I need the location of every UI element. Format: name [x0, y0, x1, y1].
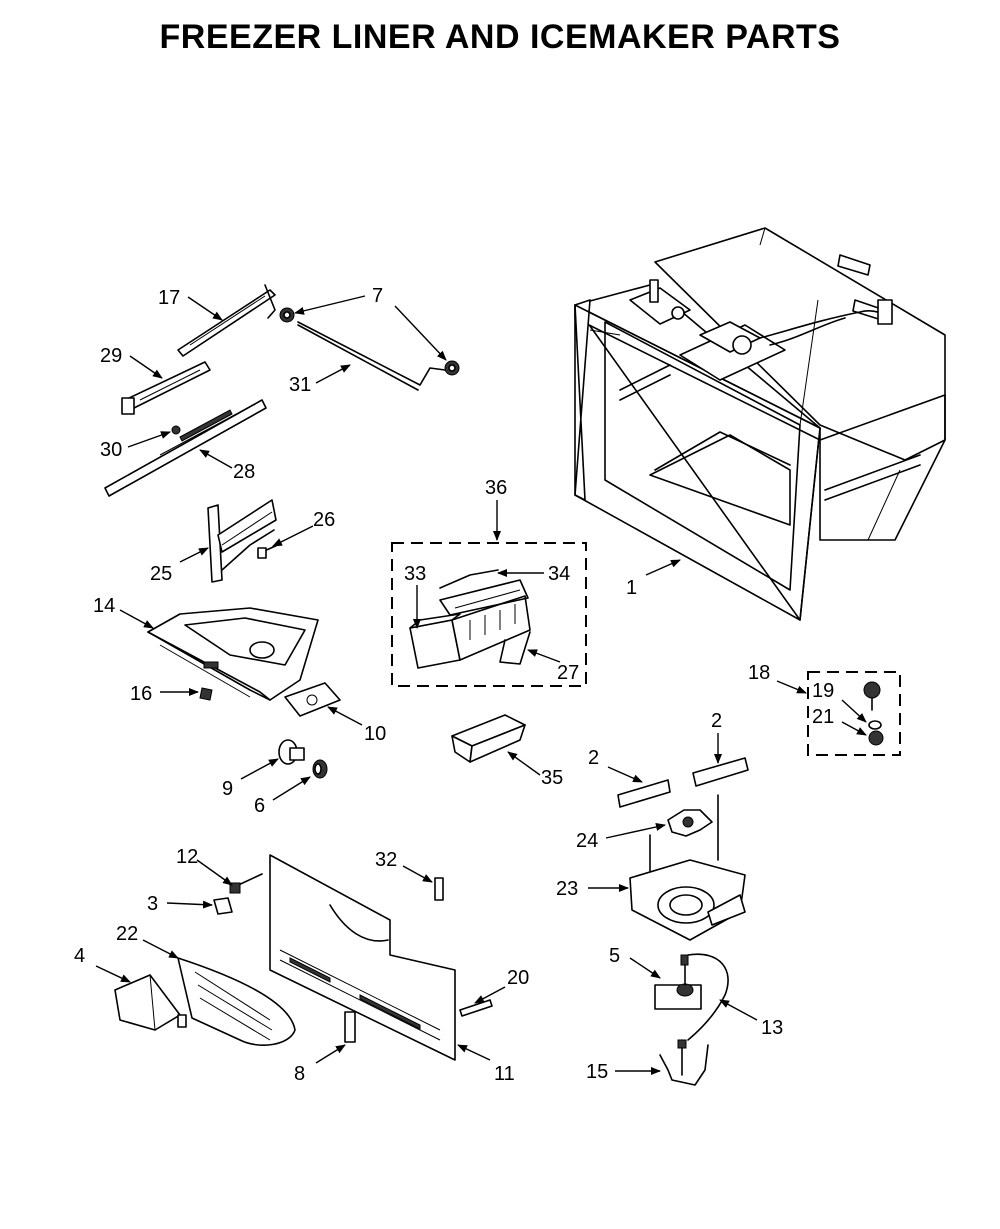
callout-31: 31 — [289, 374, 311, 396]
tape-part-10 — [284, 682, 341, 717]
screw-part-30 — [171, 425, 181, 435]
slide-rail-part-28 — [104, 399, 267, 497]
callout-10: 10 — [364, 723, 386, 745]
callout-26: 26 — [313, 509, 335, 531]
screw-part-12 — [229, 873, 263, 894]
bracket-part-25 — [207, 499, 277, 583]
callout-32: 32 — [375, 849, 397, 871]
cover-part-4 — [114, 974, 187, 1031]
callout-28: 28 — [233, 461, 255, 483]
callout-27: 27 — [557, 662, 579, 684]
callout-19: 19 — [812, 680, 834, 702]
callout-15: 15 — [586, 1061, 608, 1083]
rail-part-17 — [177, 284, 276, 357]
bracket-part-29 — [121, 361, 211, 415]
clip-part-3 — [213, 897, 233, 915]
motor-part-5 — [654, 954, 702, 1010]
callout-7: 7 — [372, 285, 383, 307]
clip-part-16 — [199, 687, 213, 701]
hardware-group-part-18 — [807, 671, 901, 756]
shutoff-arm-part-34 — [439, 569, 499, 589]
rod-part-31 — [279, 307, 460, 391]
callout-16: 16 — [130, 683, 152, 705]
callout-30: 30 — [100, 439, 122, 461]
icemaker-assembly-box — [391, 542, 587, 687]
grille-part-22 — [177, 957, 296, 1046]
callout-22: 22 — [116, 923, 138, 945]
callout-35: 35 — [541, 767, 563, 789]
callout-18: 18 — [748, 662, 770, 684]
callout-numbers: 17 7 31 29 30 28 25 26 14 16 10 9 6 36 3… — [74, 285, 834, 1085]
page-title: FREEZER LINER AND ICEMAKER PARTS — [159, 18, 841, 56]
bulb-part-6 — [312, 759, 328, 779]
callout-23: 23 — [556, 878, 578, 900]
callout-21: 21 — [812, 706, 834, 728]
callout-1: 1 — [626, 577, 637, 599]
icemaker-part-33 — [409, 579, 531, 669]
bracket-part-15 — [659, 1039, 709, 1086]
bail-arm-part-27 — [499, 631, 531, 665]
wire-harness-part-13 — [687, 953, 729, 1041]
callout-36: 36 — [485, 477, 507, 499]
cover-part-14 — [147, 607, 319, 701]
freezer-liner-part — [574, 227, 946, 621]
callout-25: 25 — [150, 563, 172, 585]
fan-housing-part-23 — [629, 794, 746, 941]
callout-3: 3 — [147, 893, 158, 915]
callout-24: 24 — [576, 830, 598, 852]
callout-34: 34 — [548, 563, 570, 585]
bin-part-35 — [451, 714, 526, 763]
fan-blade-part-24 — [667, 809, 713, 837]
callout-14: 14 — [93, 595, 115, 617]
callout-20: 20 — [507, 967, 529, 989]
foam-pad-part-2b — [692, 757, 749, 787]
callout-33: 33 — [404, 563, 426, 585]
light-socket-part-9 — [278, 739, 305, 765]
callout-17: 17 — [158, 287, 180, 309]
clip-part-32 — [434, 877, 444, 901]
callout-13: 13 — [761, 1017, 783, 1039]
screw-part-26 — [257, 543, 281, 559]
callout-8: 8 — [294, 1063, 305, 1085]
clip-part-8 — [344, 1011, 356, 1043]
callout-9: 9 — [222, 778, 233, 800]
callout-5: 5 — [609, 945, 620, 967]
callout-6: 6 — [254, 795, 265, 817]
callout-2-left: 2 — [588, 747, 599, 769]
foam-pad-part-2a — [617, 779, 671, 808]
panel-part-11 — [269, 854, 456, 1061]
callout-11: 11 — [494, 1063, 515, 1085]
leader-lines — [95, 295, 867, 1075]
callout-4: 4 — [74, 945, 85, 967]
callout-12: 12 — [176, 846, 198, 868]
callout-2-right: 2 — [711, 710, 722, 732]
callout-29: 29 — [100, 345, 122, 367]
